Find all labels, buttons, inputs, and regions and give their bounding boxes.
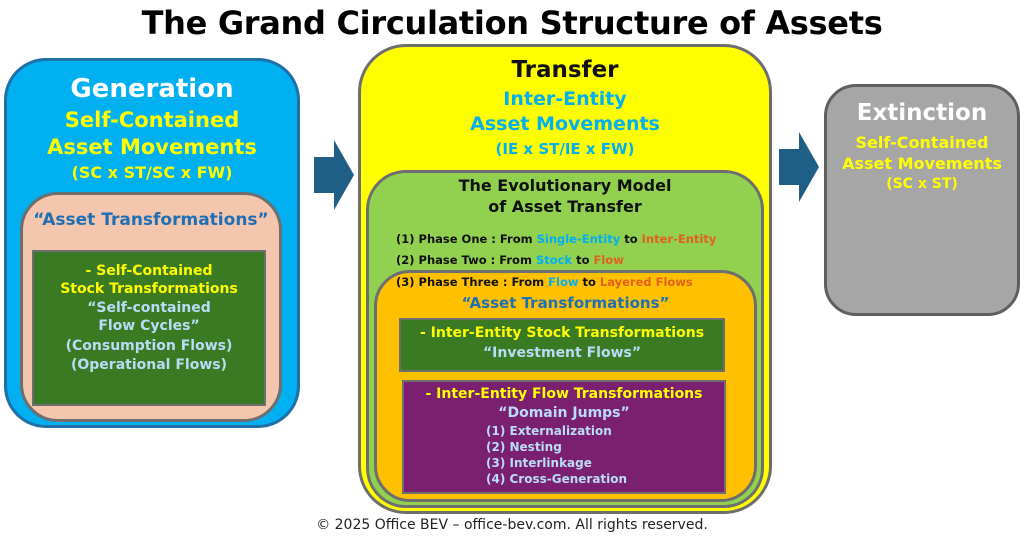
self-contained-line-1: - Self-Contained	[85, 263, 213, 279]
evolutionary-model-title-2: of Asset Transfer	[488, 197, 642, 216]
self-contained-line-3: “Self-contained	[87, 300, 211, 316]
transfer-subheading-2: Asset Movements	[470, 113, 660, 135]
generation-code: (SC x ST/SC x FW)	[71, 163, 233, 182]
domain-jump-item: (4) Cross-Generation	[486, 472, 628, 486]
page-title: The Grand Circulation Structure of Asset…	[141, 4, 883, 42]
domain-jump-item: (2) Nesting	[486, 440, 562, 454]
transfer-heading: Transfer	[511, 57, 619, 83]
transfer-subheading-1: Inter-Entity	[503, 88, 627, 110]
transfer-transformations-label: “Asset Transformations”	[461, 294, 670, 312]
extinction-box	[824, 84, 1020, 316]
extinction-code: (SC x ST)	[886, 176, 958, 192]
self-contained-stock-box	[32, 250, 266, 406]
generation-subheading-2: Asset Movements	[47, 135, 257, 159]
self-contained-line-6: (Operational Flows)	[70, 357, 227, 373]
copyright-footer: © 2025 Office BEV – office-bev.com. All …	[316, 517, 708, 533]
inter-entity-flow-line-2: “Domain Jumps”	[498, 405, 630, 421]
right-arrow-icon	[314, 140, 354, 210]
extinction-heading: Extinction	[856, 100, 988, 126]
domain-jump-item: (3) Interlinkage	[486, 456, 592, 470]
evolutionary-model-title-1: The Evolutionary Model	[458, 176, 672, 195]
phase-one: (1) Phase One : From Single-Entity to In…	[396, 232, 717, 246]
self-contained-line-2: Stock Transformations	[60, 281, 238, 297]
self-contained-line-4: Flow Cycles”	[98, 318, 200, 334]
self-contained-line-5: (Consumption Flows)	[65, 338, 233, 354]
generation-transformations-label: “Asset Transformations”	[33, 210, 269, 230]
inter-entity-flow-box	[402, 380, 726, 494]
phase-two: (2) Phase Two : From Stock to Flow	[396, 253, 624, 267]
domain-jump-item: (1) Externalization	[486, 424, 612, 438]
right-arrow-icon	[779, 132, 819, 202]
phase-three: (3) Phase Three : From Flow to Layered F…	[396, 275, 693, 289]
inter-entity-stock-line-2: “Investment Flows”	[482, 345, 642, 361]
inter-entity-stock-line-1: - Inter-Entity Stock Transformations	[419, 325, 705, 341]
inter-entity-stock-box	[399, 318, 725, 372]
inter-entity-flow-line-1: - Inter-Entity Flow Transformations	[425, 386, 703, 402]
generation-subheading-1: Self-Contained	[64, 108, 240, 132]
generation-heading: Generation	[70, 74, 234, 104]
extinction-subheading-1: Self-Contained	[855, 133, 989, 152]
extinction-subheading-2: Asset Movements	[842, 154, 1002, 173]
transfer-code: (IE x ST/IE x FW)	[495, 140, 635, 158]
